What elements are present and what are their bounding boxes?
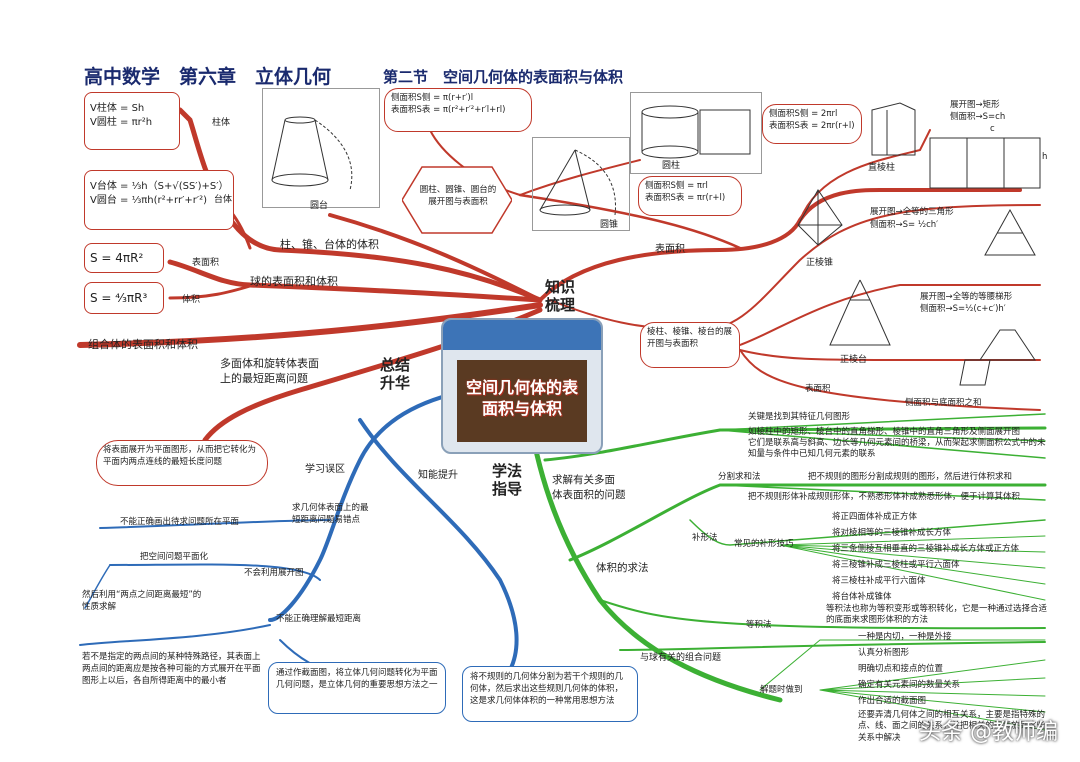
- fill-item: 将三棱锥补成三棱柱或平行六面体: [832, 560, 960, 570]
- ability-box-1: 通过作截面图，将立体几何问题转化为平面几何问题，是立体几何的重要思想方法之一: [268, 662, 446, 714]
- error-1: 不能正确画出待求问题所在平面: [120, 517, 240, 527]
- unfold-box-shape: 圆柱、圆锥、圆台的展开图与表面积: [402, 165, 512, 235]
- fill-item: 将对棱相等的三棱锥补成长方体: [832, 528, 952, 538]
- frustum-label: 台体: [214, 195, 233, 205]
- truncated-cone-volume-formula: V圆台 = ⅓πh(r²+rr′+r′²): [90, 194, 208, 206]
- solve-label: 解题时做到: [760, 685, 803, 695]
- fill-item: 将三条侧棱互相垂直的三棱锥补成长方体或正方体: [832, 544, 1020, 554]
- fill-item: 将台体补成锥体: [832, 592, 892, 602]
- equal-volume-label: 等积法: [746, 620, 772, 630]
- cone-total-area: 表面积S表 = πr(r+l): [645, 192, 726, 203]
- frustum-volume-formula: V台体 = ⅓h（S+√(SS′)+S′）: [90, 181, 229, 192]
- fill-technique-label: 常见的补形技巧: [734, 539, 794, 549]
- shortest-distance-box: 将表面展开为平面图形，从而把它转化为平面内两点连线的最短长度问题: [96, 440, 268, 486]
- combined-label: 组合体的表面积和体积: [88, 338, 198, 351]
- cylinder-side-area: 侧面积S侧 = 2πrl: [769, 109, 838, 119]
- error-2: 不会利用展开图: [244, 568, 304, 578]
- solve-item: 还要弄清几何体之间的相互关系，主要是指特殊的点、线、面之间的关系，并把相关的元素…: [858, 710, 1046, 743]
- solve-item: 明确切点和接点的位置: [858, 664, 944, 674]
- poly-surface-label: 表面积: [805, 384, 831, 394]
- frustum-pyramid-caption: 正棱台: [840, 355, 868, 365]
- prism-h-label: h: [1042, 152, 1048, 162]
- fill-item: 将三棱柱补成平行六面体: [832, 576, 926, 586]
- solve-item: 认真分析图形: [858, 648, 910, 658]
- surface-area-label: 表面积: [655, 244, 685, 255]
- chapter-title: 高中数学 第六章 立体几何: [84, 66, 332, 88]
- prism-note-unfold: 展开图→矩形: [950, 100, 1000, 110]
- surface-question-label: 求解有关多面 体表面积的问题: [552, 474, 626, 501]
- ability-label: 知能提升: [418, 470, 458, 481]
- fill-text: 把不规则形体补成规则形体，不熟悉形体补成熟悉形体，便于计算其体积: [748, 492, 1021, 502]
- shortest-distance-label: 多面体和旋转体表面 上的最短距离问题: [220, 357, 319, 385]
- cylinder-figure: [630, 92, 762, 174]
- sphere-volume-box: S = ⁴⁄₃πR³: [84, 282, 164, 314]
- tip-3: 它们是联系高与斜高、边长等几何元素间的桥梁，从而架起求侧面积公式中的未知量与条件…: [748, 438, 1046, 460]
- frustum-figure-caption: 圆台: [310, 201, 329, 211]
- tip-1: 关键是找到其特征几何图形: [748, 412, 851, 422]
- pyramid-note-unfold: 展开图→全等的三角形: [870, 207, 954, 217]
- volumes-label: 柱、锥、台体的体积: [280, 238, 379, 251]
- cone-side-area: 侧面积S侧 = πrl: [645, 181, 708, 191]
- frustum-area-box: 侧面积S侧 = π(r+r′)l 表面积S表 = π(r²+r′²+r′l+rl…: [384, 88, 532, 132]
- volume-methods-label: 体积的求法: [596, 562, 649, 574]
- cone-area-box: 侧面积S侧 = πrl 表面积S表 = πr(r+l): [638, 176, 742, 216]
- frustum-pyramid-note-unfold: 展开图→全等的等腰梯形: [920, 292, 1013, 302]
- tip-2: 如棱柱中的矩形、棱台中的直角梯形、棱锥中的直角三角形及侧面展开图: [748, 427, 1021, 437]
- error-2-detail: 然后利用“两点之间距离最短”的 性质求解: [82, 590, 202, 612]
- fill-item: 将正四面体补成正方体: [832, 512, 918, 522]
- flatten-label: 把空间问题平面化: [140, 552, 209, 562]
- section-title: 第二节 空间几何体的表面积与体积: [383, 68, 624, 86]
- unfold-box: 圆柱、圆锥、圆台的展开图与表面积: [419, 185, 497, 207]
- sphere-area-formula: S = 4πR²: [90, 251, 144, 265]
- pyramid-note-area: 侧面积→S= ½ch′: [870, 220, 939, 230]
- fill-label: 补形法: [692, 533, 718, 543]
- card-header-bar: [443, 320, 601, 350]
- card-image: [457, 360, 587, 442]
- prism-volume-box: V柱体 = Sh V圆柱 = πr²h: [84, 92, 180, 150]
- cylinder-area-box: 侧面积S侧 = 2πrl 表面积S表 = 2πr(r+l): [762, 104, 862, 144]
- frustum-pyramid-note-area: 侧面积→S=½(c+c′)h′: [920, 304, 1006, 314]
- prism-note-area: 侧面积→S=ch: [950, 112, 1006, 122]
- frustum-figure: [262, 88, 380, 208]
- split-text: 把不规则的图形分割成规则的图形，然后进行体积求和: [808, 472, 1013, 482]
- cone-figure-caption: 圆锥: [600, 220, 619, 230]
- sphere-area-label: 表面积: [192, 258, 220, 268]
- error-3-detail: 若不是指定的两点间的某种特殊路径，其表面上两点间的距离应是按各种可能的方式展开在…: [82, 652, 261, 686]
- solve-item: 确定有关元素间的数量关系: [858, 680, 961, 690]
- sphere-area-box: S = 4πR²: [84, 243, 164, 273]
- pyramid-figure-caption: 正棱锥: [806, 258, 834, 268]
- tangent-text: 一种是内切，一种是外接: [858, 632, 952, 642]
- watermark: 头条 @教师编: [919, 720, 1058, 745]
- side-base-sum-label: 侧面积与底面积之和: [905, 398, 982, 408]
- frustum-volume-box: V台体 = ⅓h（S+√(SS′)+S′） V圆台 = ⅓πh(r²+rr′+r…: [84, 170, 234, 230]
- cylinder-total-area: 表面积S表 = 2πr(r+l): [769, 120, 855, 131]
- frustum-total-area: 表面积S表 = π(r²+r′²+r′l+rl): [391, 104, 506, 115]
- prism-volume-formula: V柱体 = Sh: [90, 103, 145, 114]
- ability-box-2: 将不规则的几何体分割为若干个规则的几何体，然后求出这些规则几何体的体积，这是求几…: [462, 666, 638, 722]
- hub-method: 学法 指导: [492, 462, 523, 498]
- cone-figure: [532, 137, 630, 231]
- prism-c-label: c: [990, 124, 995, 134]
- sphere-label: 球的表面积和体积: [250, 275, 338, 288]
- center-card: 空间几何体的表面积与体积: [441, 318, 603, 454]
- polyhedron-box: 棱柱、棱锥、棱台的展开图与表面积: [640, 322, 740, 368]
- sphere-volume-label: 体积: [182, 295, 201, 305]
- split-label: 分割求和法: [718, 472, 761, 482]
- cylinder-figure-caption: 圆柱: [662, 161, 681, 171]
- prism-label: 柱体: [212, 118, 231, 128]
- hub-summary: 总结 升华: [380, 356, 411, 392]
- mistakes-label: 学习误区: [305, 464, 345, 475]
- center-card-title: 空间几何体的表面积与体积: [465, 378, 578, 418]
- hub-knowledge: 知识 梳理: [545, 278, 576, 314]
- sphere-volume-formula: S = ⁴⁄₃πR³: [90, 291, 148, 305]
- solve-item: 作出合适的截面图: [858, 696, 927, 706]
- equal-volume-text: 等积法也称为等积变形或等积转化，它是一种通过选择合适的底面来求图形体积的方法: [826, 604, 1048, 626]
- sphere-question-label: 与球有关的组合问题: [640, 653, 722, 663]
- error-3: 不能正确理解最短距离: [276, 614, 362, 624]
- cylinder-volume-formula: V圆柱 = πr²h: [90, 116, 153, 128]
- frustum-side-area: 侧面积S侧 = π(r+r′)l: [391, 93, 474, 103]
- prism-figure-caption: 直棱柱: [868, 163, 896, 173]
- error-title: 求几何体表面上的最 短距离问题易错点: [292, 503, 369, 525]
